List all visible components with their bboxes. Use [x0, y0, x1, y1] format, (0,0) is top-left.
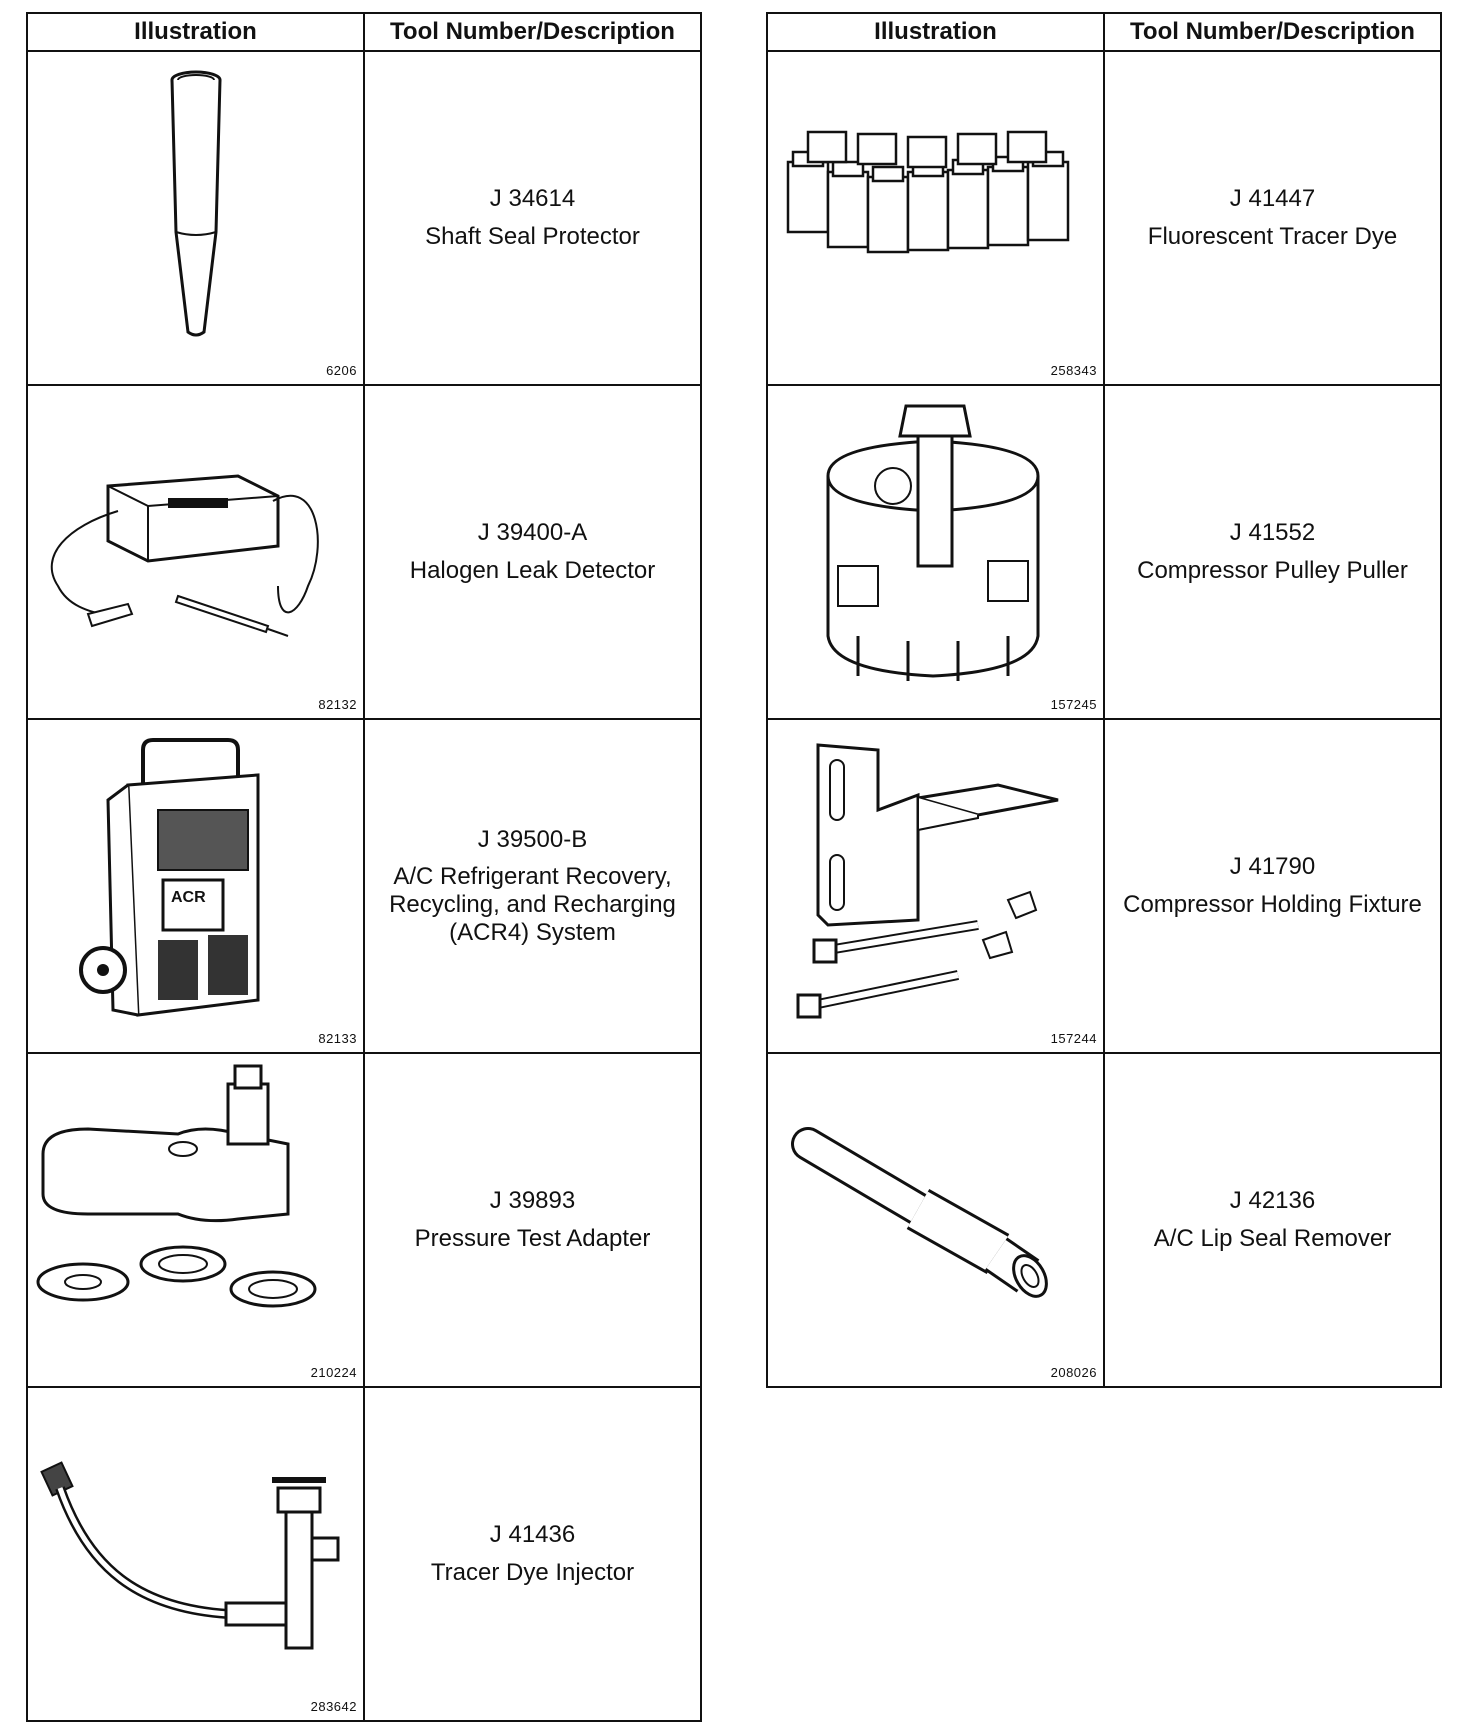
table-row: ACR 82133 J 39500-B A/C Refrigerant Reco…: [26, 718, 702, 1054]
tool-description-cell: J 41552 Compressor Pulley Puller: [1103, 384, 1442, 720]
shaft-seal-protector-icon: [170, 70, 222, 337]
tool-number: J 42136: [1229, 1187, 1316, 1215]
table-row: 283642 J 41436 Tracer Dye Injector: [26, 1386, 702, 1722]
tool-description: Shaft Seal Protector: [425, 223, 640, 250]
tool-number: J 41436: [489, 1521, 576, 1549]
figure-number: 210224: [310, 1365, 357, 1380]
tool-number: J 41447: [1229, 185, 1316, 213]
illustration-cell: 208026: [766, 1052, 1105, 1388]
figure-number: 157244: [1050, 1031, 1097, 1046]
tool-description-cell: J 41447 Fluorescent Tracer Dye: [1103, 50, 1442, 386]
holding-fixture-icon: [796, 743, 1059, 1019]
tool-description: Pressure Test Adapter: [414, 1225, 651, 1252]
figure-number: 6206: [326, 363, 357, 378]
illustration-cell: 82132: [26, 384, 365, 720]
tool-number: J 34614: [489, 185, 576, 213]
tool-number: J 41790: [1229, 853, 1316, 881]
tool-number: J 39400-A: [477, 519, 588, 547]
illustration-cell: 157244: [766, 718, 1105, 1054]
tool-number: J 39893: [489, 1187, 576, 1215]
illustration-cell: 157245: [766, 384, 1105, 720]
tool-description-cell: J 39893 Pressure Test Adapter: [363, 1052, 702, 1388]
tool-description-cell: J 39400-A Halogen Leak Detector: [363, 384, 702, 720]
figure-number: 208026: [1050, 1365, 1097, 1380]
acr4-system-icon: ACR: [79, 738, 260, 1017]
tool-description: Tracer Dye Injector: [430, 1559, 635, 1586]
tool-description-cell: J 39500-B A/C Refrigerant Recovery, Recy…: [363, 718, 702, 1054]
illustration-cell: 283642: [26, 1386, 365, 1722]
table-row: 157245 J 41552 Compressor Pulley Puller: [766, 384, 1442, 720]
tool-description: A/C Refrigerant Recovery, Recycling, and…: [389, 863, 676, 946]
table-row: 157244 J 41790 Compressor Holding Fixtur…: [766, 718, 1442, 1054]
tracer-dye-bottles-icon: [786, 130, 1070, 254]
lip-seal-remover-icon: [791, 1127, 1048, 1298]
illustration-header: Illustration: [26, 12, 365, 52]
figure-number: 82132: [318, 697, 357, 712]
table-row: 82132 J 39400-A Halogen Leak Detector: [26, 384, 702, 720]
tracer-dye-injector-icon: [40, 1461, 340, 1650]
tool-description: Compressor Holding Fixture: [1123, 891, 1422, 918]
tool-description-cell: J 41790 Compressor Holding Fixture: [1103, 718, 1442, 1054]
illustration-cell: 258343: [766, 50, 1105, 386]
table-row: 6206 J 34614 Shaft Seal Protector: [26, 50, 702, 386]
figure-number: 82133: [318, 1031, 357, 1046]
illustration-cell: 6206: [26, 50, 365, 386]
figure-number: 283642: [310, 1699, 357, 1714]
tool-number: J 41552: [1229, 519, 1316, 547]
illustration-cell: 210224: [26, 1052, 365, 1388]
table-row: 258343 J 41447 Fluorescent Tracer Dye: [766, 50, 1442, 386]
tool-description-cell: J 42136 A/C Lip Seal Remover: [1103, 1052, 1442, 1388]
halogen-leak-detector-icon: [50, 474, 319, 637]
pulley-puller-icon: [826, 404, 1040, 681]
tool-description-cell: J 41436 Tracer Dye Injector: [363, 1386, 702, 1722]
tool-description-header: Tool Number/Description: [1103, 12, 1442, 52]
tool-description: Halogen Leak Detector: [409, 557, 656, 584]
table-row: 210224 J 39893 Pressure Test Adapter: [26, 1052, 702, 1388]
tool-description: Compressor Pulley Puller: [1137, 557, 1408, 584]
pressure-test-adapter-icon: [36, 1064, 317, 1308]
illustration-header: Illustration: [766, 12, 1105, 52]
svg-text:ACR: ACR: [171, 889, 206, 906]
tool-description-cell: J 34614 Shaft Seal Protector: [363, 50, 702, 386]
tool-description: Fluorescent Tracer Dye: [1147, 223, 1398, 250]
tools-table-right: Illustration Tool Number/Description: [766, 12, 1442, 1388]
tool-description: A/C Lip Seal Remover: [1153, 1225, 1392, 1252]
tool-description-header: Tool Number/Description: [363, 12, 702, 52]
figure-number: 157245: [1050, 697, 1097, 712]
tool-number: J 39500-B: [477, 825, 588, 853]
tools-table-left: Illustration Tool Number/Description 620…: [26, 12, 702, 1722]
figure-number: 258343: [1050, 363, 1097, 378]
table-row: 208026 J 42136 A/C Lip Seal Remover: [766, 1052, 1442, 1388]
illustration-cell: ACR 82133: [26, 718, 365, 1054]
